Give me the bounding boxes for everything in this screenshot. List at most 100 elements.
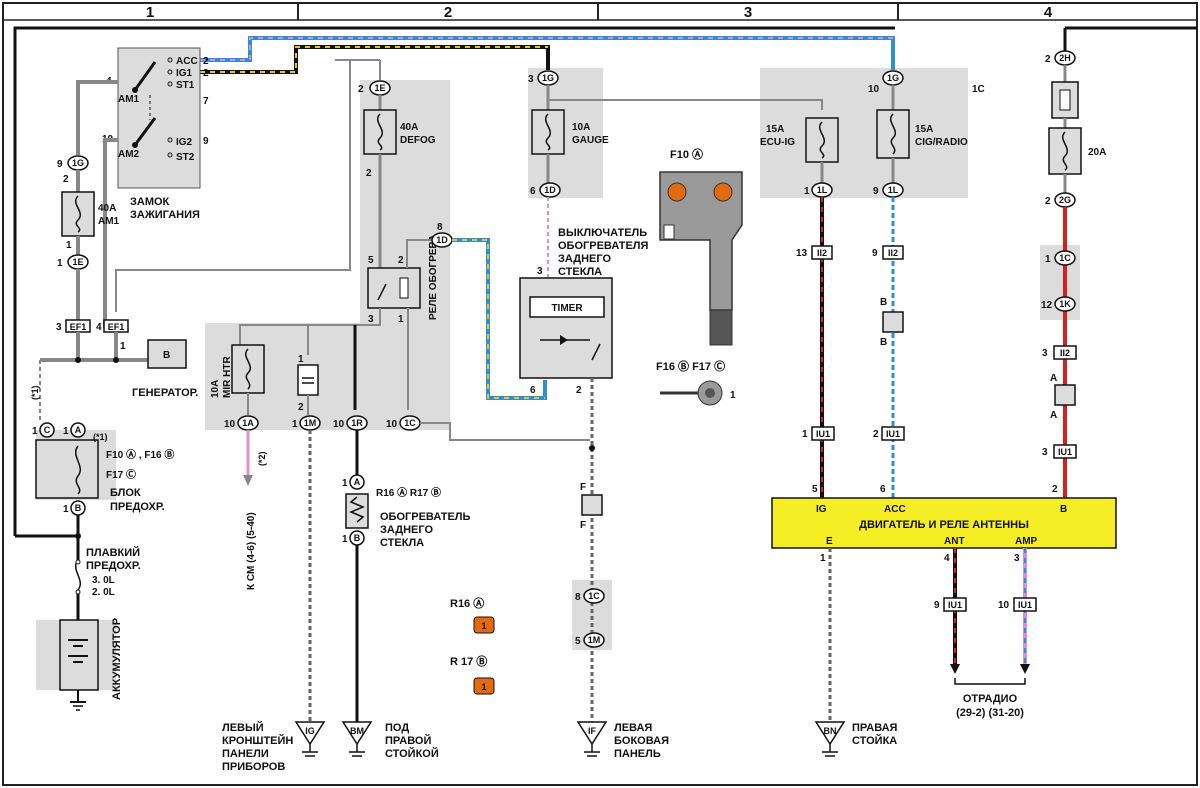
note: (*2) bbox=[257, 451, 267, 466]
component-label: ЗАМОК bbox=[130, 196, 170, 208]
svg-text:IG: IG bbox=[816, 504, 827, 515]
rear-defogger: A 1 B 1 R16 Ⓐ R17 Ⓑ ОБОГРЕВАТЕЛЬ ЗАДНЕГО… bbox=[342, 474, 470, 549]
svg-text:F16 Ⓑ F17 Ⓒ: F16 Ⓑ F17 Ⓒ bbox=[656, 359, 725, 373]
svg-text:ANT: ANT bbox=[944, 536, 965, 547]
svg-text:1D: 1D bbox=[544, 185, 556, 195]
svg-text:GAUGE: GAUGE bbox=[572, 135, 609, 146]
svg-text:СТОЙКОЙ: СТОЙКОЙ bbox=[385, 747, 439, 760]
f16-f17-terminal-icon: F16 Ⓑ F17 Ⓒ 1 bbox=[656, 359, 736, 406]
pin-label: AM2 bbox=[118, 149, 140, 160]
connector-label: II2 bbox=[888, 248, 898, 258]
svg-text:R16 Ⓐ: R16 Ⓐ bbox=[450, 596, 484, 610]
connector-label: IU1 bbox=[1058, 447, 1072, 457]
svg-text:ПОД: ПОД bbox=[385, 722, 409, 734]
fuse-block: C 1 A 1 B 1 (*1) F10 Ⓐ , F16 Ⓑ F17 Ⓒ БЛО… bbox=[32, 422, 174, 516]
pin-label: ST2 bbox=[176, 152, 195, 163]
svg-text:1: 1 bbox=[342, 534, 348, 545]
svg-text:2: 2 bbox=[1045, 196, 1051, 207]
fuse-defog: 40A DEFOG bbox=[363, 109, 436, 155]
inline-connector-b bbox=[882, 311, 904, 333]
svg-text:1: 1 bbox=[32, 426, 38, 437]
svg-text:8: 8 bbox=[575, 592, 581, 603]
svg-text:10A: 10A bbox=[210, 380, 221, 398]
pin-number: 2 bbox=[298, 402, 304, 413]
svg-text:1C: 1C bbox=[1059, 253, 1071, 263]
column-label: 3 bbox=[744, 4, 752, 21]
battery: АККУМУЛЯТОР bbox=[59, 618, 123, 711]
svg-text:B: B bbox=[75, 503, 82, 513]
timer-switch: TIMER 6 2 bbox=[519, 277, 613, 396]
svg-text:3: 3 bbox=[528, 74, 534, 85]
ignition-switch: ACC IG1 ST1 IG2 ST2 AM1 AM2 2 2 7 9 4 10… bbox=[102, 47, 209, 221]
svg-text:1: 1 bbox=[804, 186, 810, 197]
svg-text:ПРЕДОХР.: ПРЕДОХР. bbox=[110, 501, 165, 513]
svg-text:1C: 1C bbox=[588, 591, 600, 601]
inline-connector-a bbox=[1054, 384, 1076, 406]
svg-text:10: 10 bbox=[386, 419, 398, 430]
svg-text:СТЕКЛА: СТЕКЛА bbox=[380, 537, 424, 549]
ground-bm: BM ПОД ПРАВОЙ СТОЙКОЙ bbox=[341, 721, 439, 760]
connector-iu1-d bbox=[943, 597, 967, 612]
svg-text:СТЕКЛА: СТЕКЛА bbox=[558, 266, 602, 278]
r17-connector-icon: R 17 Ⓑ 1 bbox=[450, 654, 495, 695]
fusible-link: ПЛАВКИЙ ПРЕДОХР. 3. 0L 2. 0L bbox=[75, 546, 141, 598]
svg-text:ОБОГРЕВАТЕЛЯ: ОБОГРЕВАТЕЛЯ bbox=[558, 240, 648, 252]
pin-number: 9 bbox=[934, 600, 940, 611]
pin-number: 7 bbox=[203, 96, 209, 107]
svg-text:1E: 1E bbox=[374, 83, 385, 93]
connector-label: EF1 bbox=[70, 322, 87, 332]
svg-text:A: A bbox=[354, 477, 361, 487]
svg-text:MIR HTR: MIR HTR bbox=[222, 356, 233, 398]
svg-text:2: 2 bbox=[358, 84, 364, 95]
connector-1g-left: 1G 9 bbox=[57, 155, 89, 171]
svg-text:ECU-IG: ECU-IG bbox=[760, 137, 795, 148]
svg-text:10: 10 bbox=[333, 419, 345, 430]
svg-text:ЗАДНЕГО: ЗАДНЕГО bbox=[380, 524, 433, 536]
svg-text:1: 1 bbox=[1045, 254, 1051, 265]
connector-2h: 2H 2 bbox=[1045, 50, 1076, 66]
svg-text:ЛЕВАЯ: ЛЕВАЯ bbox=[614, 722, 652, 734]
connector-1k: 1K 12 bbox=[1041, 296, 1076, 312]
connector-label: II2 bbox=[817, 248, 827, 258]
engine-antenna-relay: ДВИГАТЕЛЬ И РЕЛЕ АНТЕННЫ IG ACC B E ANT … bbox=[771, 497, 1117, 549]
svg-text:1M: 1M bbox=[304, 418, 317, 428]
pin-number: 5 bbox=[812, 484, 818, 495]
note: (*1) bbox=[30, 385, 40, 400]
svg-text:ПРЕДОХР.: ПРЕДОХР. bbox=[86, 560, 141, 572]
svg-text:F10 Ⓐ: F10 Ⓐ bbox=[670, 147, 703, 161]
pin-number: 3 bbox=[1042, 447, 1048, 458]
svg-text:КРОНШТЕЙН: КРОНШТЕЙН bbox=[222, 734, 293, 747]
svg-text:2H: 2H bbox=[1059, 53, 1071, 63]
svg-text:1: 1 bbox=[57, 258, 63, 269]
connector-iu1-a bbox=[811, 426, 835, 441]
svg-text:6: 6 bbox=[530, 186, 536, 197]
connector-ii2-b bbox=[882, 245, 904, 260]
svg-text:2G: 2G bbox=[1059, 195, 1071, 205]
connector-2g: 2G 2 bbox=[1045, 192, 1076, 208]
svg-text:1M: 1M bbox=[588, 635, 601, 645]
svg-text:F10 Ⓐ , F16 Ⓑ: F10 Ⓐ , F16 Ⓑ bbox=[106, 448, 174, 461]
pin-label: IG1 bbox=[176, 68, 193, 79]
r16-connector-icon: R16 Ⓐ 1 bbox=[450, 596, 495, 634]
svg-text:F17 Ⓒ: F17 Ⓒ bbox=[106, 468, 136, 481]
svg-text:АККУМУЛЯТОР: АККУМУЛЯТОР bbox=[111, 618, 123, 700]
generator-pin: B bbox=[163, 350, 170, 361]
generator: ГЕНЕРАТОР. bbox=[132, 339, 198, 399]
ground-ig: IG ЛЕВЫЙ КРОНШТЕЙН ПАНЕЛИ ПРИБОРОВ bbox=[222, 721, 326, 773]
pin-label: ST1 bbox=[176, 80, 195, 91]
svg-text:ВЫКЛЮЧАТЕЛЬ: ВЫКЛЮЧАТЕЛЬ bbox=[558, 227, 647, 239]
row-connectors: 1A 10 1M 1 1R 10 1C 10 bbox=[224, 415, 421, 431]
svg-text:AMP: AMP bbox=[1015, 536, 1038, 547]
svg-text:1: 1 bbox=[63, 504, 69, 515]
column-label: 1 bbox=[146, 4, 154, 21]
pin-number: 3 bbox=[56, 322, 62, 333]
svg-text:2: 2 bbox=[398, 255, 404, 266]
component-label: ЗАЖИГАНИЯ bbox=[130, 209, 200, 221]
connector-label: II2 bbox=[1060, 348, 1070, 358]
fuse-am1: 40A AM1 bbox=[61, 191, 120, 237]
svg-text:CIG/RADIO: CIG/RADIO bbox=[915, 137, 968, 148]
pin-number: 4 bbox=[96, 322, 102, 333]
svg-text:2. 0L: 2. 0L bbox=[92, 587, 115, 598]
svg-text:R16 Ⓐ R17 Ⓑ: R16 Ⓐ R17 Ⓑ bbox=[376, 486, 441, 499]
